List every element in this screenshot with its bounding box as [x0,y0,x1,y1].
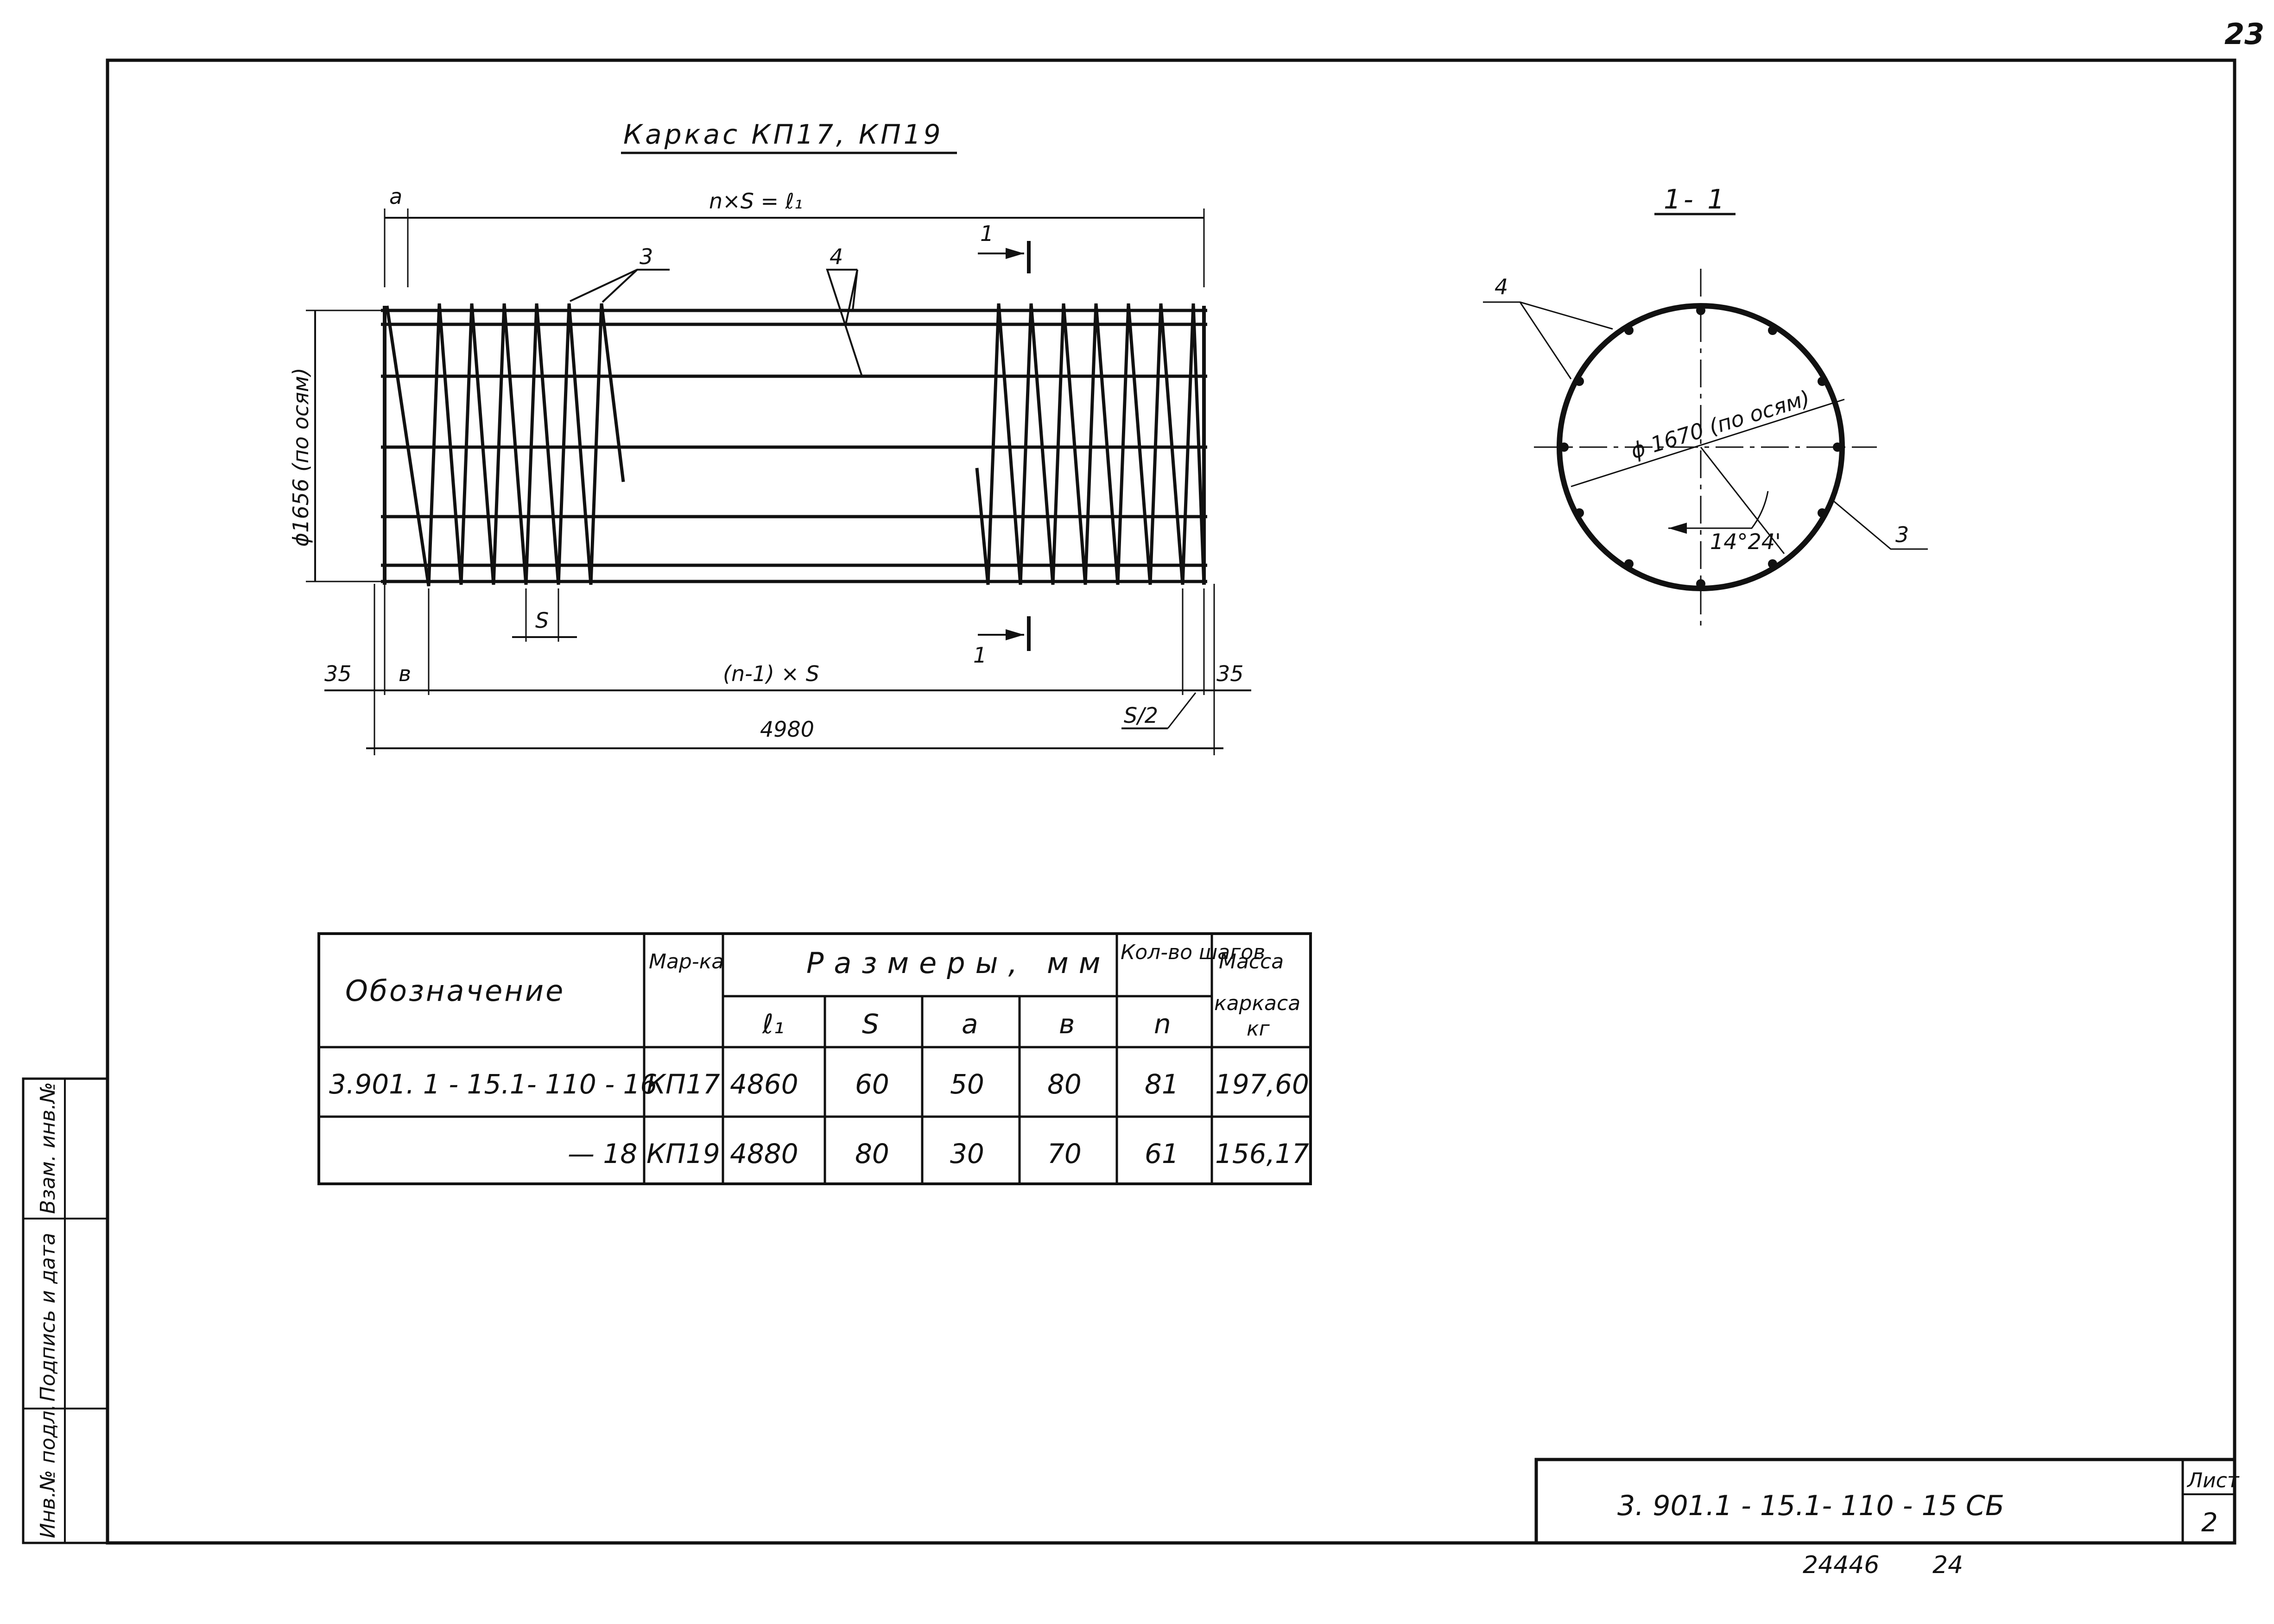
step-s-label: S [535,608,549,633]
table-header-designation: Обозначение [345,974,565,1008]
svg-text:КП19: КП19 [646,1138,720,1169]
stamp-replacement-label: Взам. инв.№ [36,1082,60,1214]
callout-4-leader [826,269,863,377]
svg-text:197,60: 197,60 [1215,1068,1309,1100]
specification-table: Обозначение Мар-ка Размеры, мм Кол-во ша… [317,932,1312,1185]
table-sub-l: ℓ₁ [762,1008,784,1040]
callout-spiral-label: 3 [640,244,653,269]
pitch-b-label: в [399,661,411,686]
bottom-span-label: (n-1) × S [723,661,819,686]
title-block-code: 3. 901.1 - 15.1- 110 - 15 СБ [1617,1490,2004,1522]
svg-text:1: 1 [973,643,987,668]
section-diameter-line [1571,398,1845,487]
table-header-steps: Кол-во шагов [1121,941,1265,964]
table-header-sizes: Размеры, мм [806,946,1111,980]
half-step-label: S/2 [1124,703,1158,728]
title-block: 3. 901.1 - 15.1- 110 - 15 СБ Лист 2 [1534,1458,2240,1545]
svg-text:70: 70 [1047,1138,1082,1169]
end-right-label: 35 [1216,661,1244,686]
table-sub-b: в [1059,1008,1075,1040]
stamp-inventory-label: Инв.№ подл. [36,1404,60,1538]
svg-text:4880: 4880 [730,1138,798,1169]
pitch-a-label: a [389,184,402,209]
svg-text:— 18: — 18 [568,1138,637,1169]
callout-rods-label: 4 [830,244,843,269]
section-mark-bottom: 1 [973,616,1031,668]
longitudinal-rods [381,309,1207,583]
end-left-label: 35 [324,661,352,686]
svg-text:80: 80 [855,1138,889,1169]
table-sub-a: a [962,1008,978,1040]
section-callout-3-leader [1832,499,1928,550]
bottom-format: 24 [1932,1551,1963,1579]
section-diameter-label: ϕ 1670 (по осям) [1628,385,1812,464]
stamp-signature-label: Подпись и дата [36,1233,60,1402]
section-callout-4-leader [1483,301,1613,330]
svg-text:3.901. 1 - 15.1- 110 - 16: 3.901. 1 - 15.1- 110 - 16 [329,1068,657,1100]
table-sub-s: S [862,1008,879,1040]
section-title: 1- 1 [1664,183,1727,215]
bottom-code: 24446 [1803,1551,1879,1579]
section-angle-arc [1668,491,1769,529]
svg-text:60: 60 [855,1068,889,1100]
svg-text:156,17: 156,17 [1215,1138,1309,1169]
svg-text:1: 1 [980,221,994,246]
section-angle-label: 14°24' [1710,529,1781,554]
title-block-sheet-label: Лист [2186,1469,2240,1492]
section-1-1-view: 1- 1 ϕ 1670 (по осям) 14°24' 4 [1483,183,1928,630]
section-callout-spiral-label: 3 [1895,522,1909,547]
sheet-frame [106,58,2236,1545]
table-header-mark: Мар-ка [649,950,724,973]
svg-text:4860: 4860 [730,1068,798,1100]
title-block-sheet-number: 2 [2201,1508,2218,1538]
table-header-mass-3: кг [1247,1017,1270,1041]
spiral-right [975,303,1206,585]
total-length-label: 4980 [760,717,814,742]
section-mark-top: 1 [978,221,1031,273]
svg-text:61: 61 [1145,1138,1179,1169]
table-row: — 18 КП19 4880 80 30 70 61 156,17 [568,1138,1309,1169]
section-callout-rods-label: 4 [1495,274,1508,299]
table-sub-n: n [1154,1008,1171,1040]
spiral-left [385,303,625,587]
table-header-mass-1: Масса [1219,950,1284,973]
top-span-label: n×S = ℓ₁ [709,189,803,214]
side-stamp: Инв.№ подл. Подпись и дата Взам. инв.№ [22,1077,109,1544]
table-header-mass-2: каркаса [1214,992,1300,1015]
svg-text:50: 50 [950,1068,984,1100]
view-title: Каркас КП17, КП19 [623,119,944,150]
svg-text:30: 30 [950,1138,984,1169]
cage-front-view: Каркас КП17, КП19 3 4 [288,119,1251,755]
svg-text:80: 80 [1047,1068,1082,1100]
table-row: 3.901. 1 - 15.1- 110 - 16 КП17 4860 60 5… [329,1068,1309,1100]
svg-text:КП17: КП17 [646,1068,720,1100]
height-label: ϕ1656 (по осям) [288,367,313,547]
svg-text:81: 81 [1145,1068,1179,1100]
section-rod-dots [1559,306,1842,588]
sheet-corner-number: 23 [2224,17,2264,51]
